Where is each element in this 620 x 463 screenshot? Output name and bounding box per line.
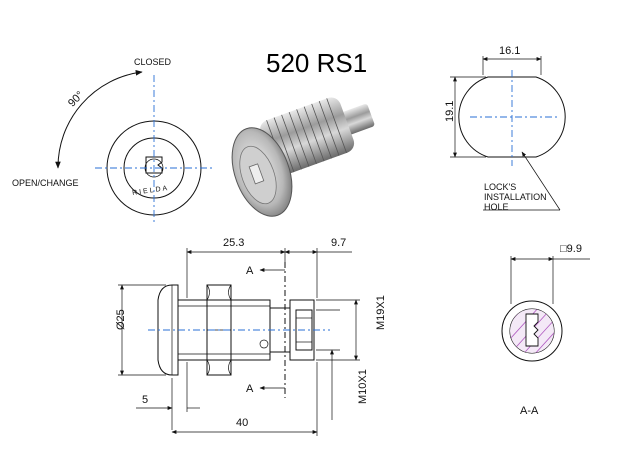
side-cam <box>295 309 313 351</box>
front-view: 90° CLOSED OPEN/CHANGE RIELDA <box>12 57 214 225</box>
dim-total-label: 40 <box>236 417 248 429</box>
hole-height-label: 19.1 <box>444 101 456 122</box>
side-view: A A 25.3 9.7 Ø25 M19X1 M10X1 5 40 <box>115 237 387 436</box>
section-square-label: □9.9 <box>560 243 582 255</box>
angle-label: 90° <box>66 89 86 109</box>
dim-diameter-label: Ø25 <box>115 309 127 330</box>
brand-text: RIELDA <box>132 185 170 197</box>
dim-thread-main-label: M19X1 <box>375 295 387 330</box>
title: 520 RS1 <box>266 48 367 78</box>
hole-width-label: 16.1 <box>499 45 520 57</box>
dim-top-left-label: 25.3 <box>223 237 244 249</box>
section-key-profile <box>525 313 539 347</box>
rotation-arc <box>55 70 143 169</box>
closed-label: CLOSED <box>134 57 172 67</box>
side-pin <box>259 339 269 349</box>
product-render <box>231 97 375 217</box>
section-mark-top: A <box>246 265 254 277</box>
section-view: □9.9 A-A <box>501 243 590 417</box>
hole-note-line3: HOLE <box>484 202 509 212</box>
hole-view: 16.1 19.1 LOCK'S INSTALLATION HOLE <box>444 45 566 212</box>
dim-small-label: 5 <box>142 394 148 406</box>
dim-top-right-label: 9.7 <box>331 237 346 249</box>
dim-thread-tail-label: M10X1 <box>357 369 369 404</box>
hole-outline <box>458 76 566 158</box>
hole-note-line1: LOCK'S <box>484 182 516 192</box>
section-label: A-A <box>520 405 539 417</box>
hole-note-line2: INSTALLATION <box>484 192 547 202</box>
section-outer <box>501 300 563 362</box>
render-keyhole-icon <box>248 163 265 185</box>
section-mark-bottom: A <box>246 383 254 395</box>
keyhole-icon <box>145 156 163 174</box>
open-label: OPEN/CHANGE <box>12 178 79 188</box>
